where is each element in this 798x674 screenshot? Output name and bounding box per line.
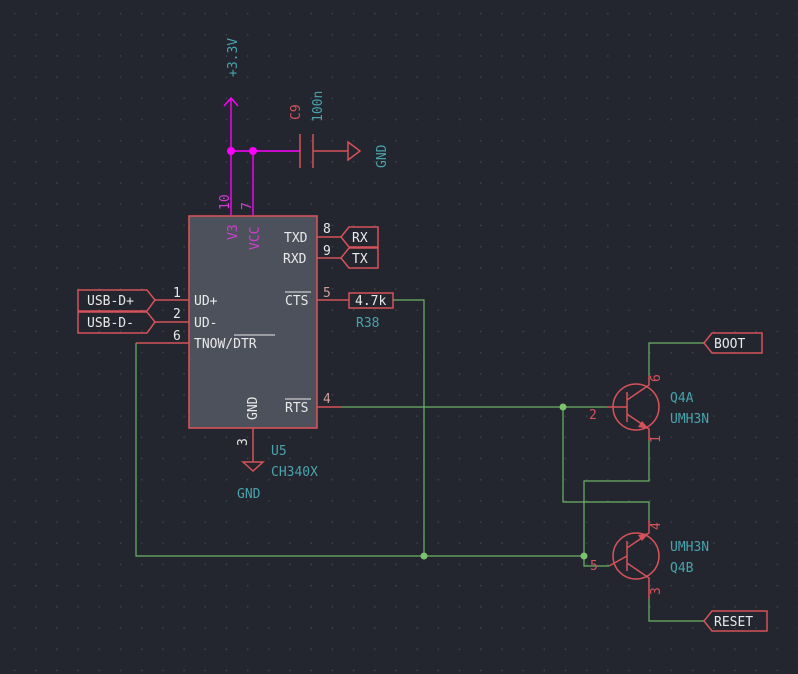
pin-cts-name: CTS	[285, 294, 308, 309]
svg-text:TNOW/DTR: TNOW/DTR	[194, 337, 257, 352]
junction-rts	[559, 403, 567, 411]
gnd-ic-label: GND	[237, 487, 261, 502]
junction-cts-dtr	[420, 552, 428, 560]
capacitor-ref: C9	[289, 104, 304, 120]
net-label-reset[interactable]: RESET	[703, 610, 768, 632]
pin-udm-name: UD-	[194, 316, 217, 331]
wire-q4a-emitter-to-q4b-base	[583, 440, 650, 567]
transistor-q4b[interactable]	[608, 520, 660, 599]
pin-udp-name: UD+	[194, 294, 218, 309]
pin-tnow-number: 6	[173, 329, 181, 344]
pin-txd-number: 8	[323, 222, 331, 237]
q4b-pin-collector: 3	[649, 587, 664, 595]
svg-text:RX: RX	[352, 231, 368, 246]
v33-power-symbol[interactable]	[223, 96, 239, 215]
capacitor-value: 100n	[311, 91, 326, 122]
gnd-symbol-ic[interactable]	[241, 461, 265, 473]
transistor-q4a[interactable]	[607, 376, 660, 440]
q4a-pin-collector: 6	[649, 374, 664, 382]
pin-v3-name: V3	[226, 224, 241, 240]
svg-text:USB-D+: USB-D+	[87, 294, 134, 309]
gnd-cap-label: GND	[375, 144, 390, 168]
q4a-ref: Q4A	[670, 391, 694, 406]
pin-rts-name: RTS	[285, 401, 308, 416]
svg-text:USB-D-: USB-D-	[87, 316, 134, 331]
q4b-pin-base: 5	[590, 559, 598, 574]
junction-v33	[227, 147, 235, 155]
v33-label: +3.3V	[226, 38, 241, 77]
q4b-ref: Q4B	[670, 561, 694, 576]
q4b-value: UMH3N	[670, 540, 709, 555]
pin-udm-number: 2	[173, 307, 181, 322]
wire-cts-r38	[393, 299, 425, 556]
pin-rxd-name: RXD	[283, 252, 307, 267]
q4b-pin-emitter: 4	[649, 522, 664, 530]
wire-reset	[648, 599, 704, 622]
pin-rxd-number: 9	[323, 244, 331, 259]
pin-txd-name: TXD	[284, 231, 308, 246]
q4a-pin-base: 2	[589, 408, 597, 423]
pin-gnd-name: GND	[246, 396, 261, 420]
pin-v3-number: 10	[218, 194, 233, 210]
q4a-pin-emitter: 1	[649, 435, 664, 443]
wire-dtr-net	[135, 343, 584, 557]
resistor-value: 4.7k	[355, 294, 386, 309]
resistor-r38[interactable]: 4.7k	[348, 292, 394, 309]
net-label-usb-dm[interactable]: USB-D-	[77, 311, 156, 334]
net-label-boot[interactable]: BOOT	[703, 332, 763, 354]
pin-rts-number: 4	[323, 392, 331, 407]
pin-vcc-name: VCC	[248, 227, 263, 250]
pin-vcc-number: 7	[240, 202, 255, 210]
pin-dtr-name: DTR	[233, 337, 257, 352]
pin-gnd-number: 3	[236, 438, 251, 446]
pin-cts-number: 5	[323, 286, 331, 301]
net-label-usb-dp[interactable]: USB-D+	[77, 289, 156, 312]
capacitor-c9[interactable]	[299, 134, 348, 168]
junction-vcc	[249, 147, 257, 155]
junction-q4b-base	[580, 552, 588, 560]
pin-tnow-name: TNOW/	[194, 337, 233, 352]
q4a-value: UMH3N	[670, 412, 709, 427]
svg-text:BOOT: BOOT	[714, 337, 745, 352]
ic-ref: U5	[271, 444, 287, 459]
net-label-rx[interactable]: RX	[340, 226, 379, 248]
svg-text:RESET: RESET	[714, 615, 753, 630]
net-label-tx[interactable]: TX	[340, 247, 379, 269]
wire-rts-to-q4b-emitter	[562, 407, 650, 520]
svg-text:TX: TX	[352, 252, 368, 267]
pin-udp-number: 1	[173, 286, 181, 301]
resistor-ref: R38	[356, 316, 379, 331]
wire-boot	[648, 342, 704, 376]
ic-value: CH340X	[271, 465, 318, 480]
gnd-symbol-cap[interactable]	[347, 140, 362, 162]
